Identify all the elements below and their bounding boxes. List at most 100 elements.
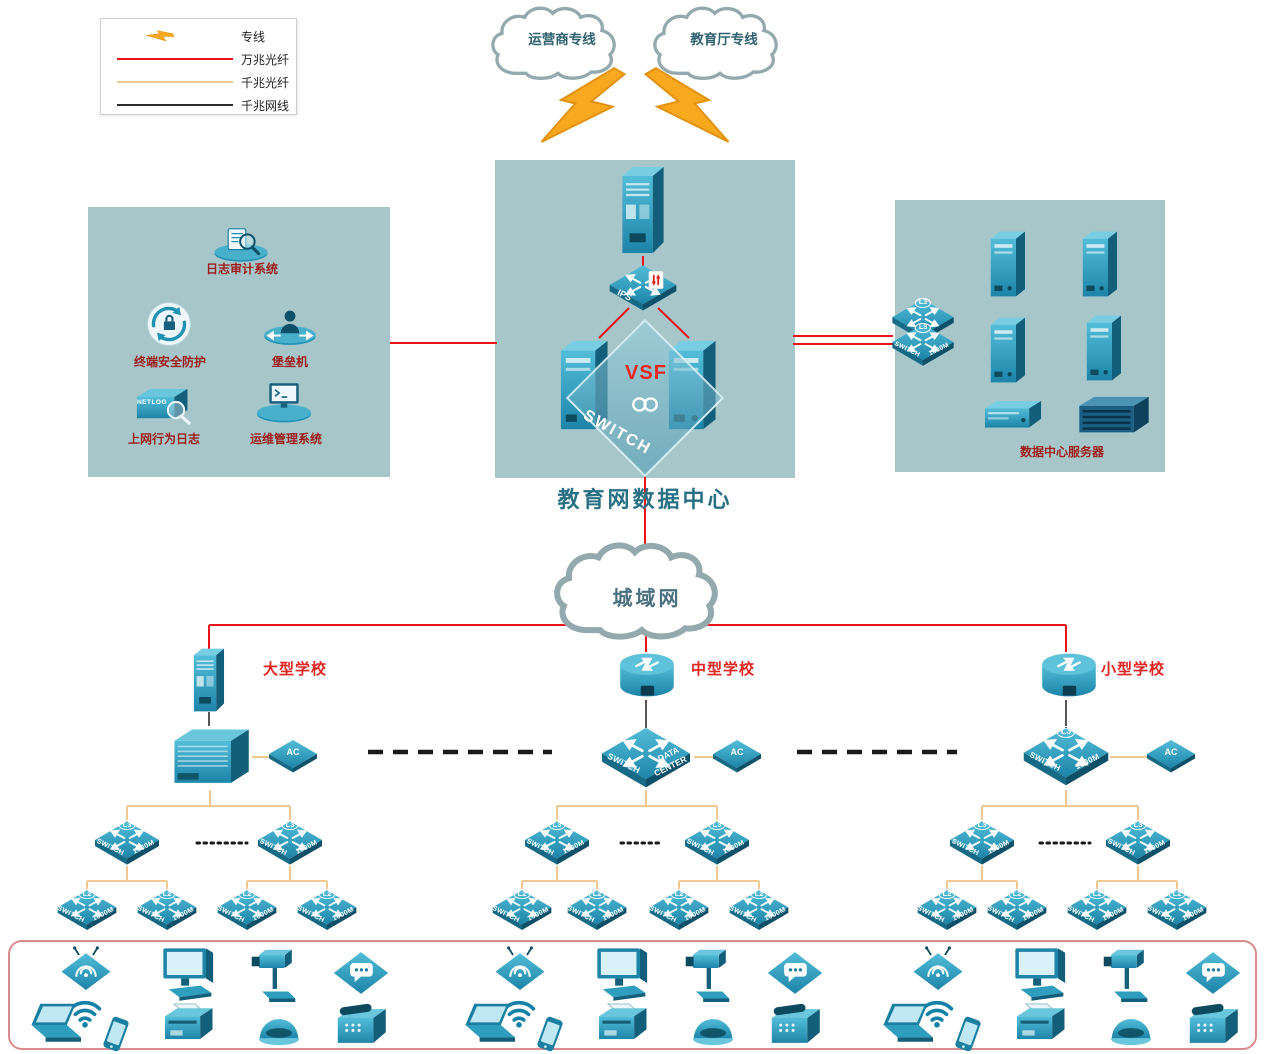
ptz-camera-icon bbox=[1103, 949, 1148, 1002]
dc-switch-stack-top: L3 bbox=[891, 298, 955, 344]
ac-label: AC bbox=[730, 746, 744, 757]
bastion-host-label: 堡垒机 bbox=[271, 355, 308, 369]
server-tower-icon bbox=[1086, 315, 1121, 381]
large-school-ac-controller: AC bbox=[268, 737, 318, 777]
blade-rack-icon bbox=[1079, 396, 1149, 433]
chat-terminal-icon bbox=[1185, 952, 1241, 994]
small-school-router-icon bbox=[1041, 652, 1097, 698]
telephone-icon bbox=[1189, 1003, 1238, 1043]
ips-updown-icon bbox=[648, 270, 664, 290]
legend-label-1g-copper: 千兆网线 bbox=[241, 99, 290, 113]
medium-school-router-icon bbox=[619, 652, 675, 698]
laptop-icon bbox=[465, 1003, 515, 1042]
wireless-ap-icon bbox=[60, 946, 112, 992]
dome-camera-icon bbox=[259, 1019, 299, 1046]
layer-badge: L2 bbox=[588, 889, 606, 900]
legend-line-10g-fiber bbox=[117, 58, 233, 60]
small-school-core-switch: L3 SWITCH 1000M bbox=[1022, 726, 1110, 790]
layer-badge: L2 bbox=[513, 889, 531, 900]
printer-icon bbox=[598, 1003, 647, 1040]
layer-badge: L2 bbox=[1088, 889, 1106, 900]
server-zone-title: 数据中心服务器 bbox=[1019, 445, 1104, 459]
layer-badge: L2 bbox=[750, 889, 768, 900]
telephone-icon bbox=[337, 1003, 386, 1043]
ops-mgmt-icon bbox=[256, 382, 312, 424]
legend-label-10g-fiber: 万兆光纤 bbox=[241, 53, 290, 67]
log-audit-icon bbox=[212, 227, 270, 264]
laptop-icon bbox=[31, 1003, 81, 1042]
ips-device: IPS bbox=[604, 264, 682, 314]
legend: 专线 万兆光纤 千兆光纤 千兆网线 bbox=[100, 18, 297, 115]
layer-badge: L2 bbox=[78, 889, 96, 900]
ac-label: AC bbox=[1164, 746, 1178, 757]
cloud-man-label: 城域网 bbox=[612, 588, 682, 610]
wireless-ap-icon bbox=[912, 946, 964, 992]
layer-badge: L2 bbox=[158, 889, 176, 900]
legend-label-dedicated: 专线 bbox=[241, 30, 266, 44]
cloud-education-label: 教育厅专线 bbox=[690, 32, 758, 47]
medium-school-label: 中型学校 bbox=[690, 661, 755, 678]
printer-icon bbox=[164, 1003, 213, 1040]
server-tower-icon bbox=[1082, 231, 1117, 297]
vsf-label: VSF bbox=[625, 362, 667, 384]
layer-badge: L2 bbox=[670, 889, 688, 900]
layer-badge: L2 bbox=[238, 889, 256, 900]
dc-switch-stack-bottom: L3 SWITCH 1000M bbox=[891, 323, 955, 369]
server-tower-icon bbox=[990, 317, 1025, 383]
telephone-icon bbox=[771, 1003, 820, 1043]
printer-icon bbox=[1016, 1003, 1065, 1040]
desktop-monitor-icon bbox=[1015, 948, 1066, 1001]
medium-school-ac-controller: AC bbox=[712, 737, 762, 777]
layer-badge: L3 bbox=[973, 820, 991, 831]
layer-badge: L3 bbox=[914, 323, 932, 333]
small-school-label: 小型学校 bbox=[1100, 661, 1165, 678]
layer-badge: L3 bbox=[708, 820, 726, 831]
cloud-education: 教育厅专线 bbox=[645, 4, 803, 84]
server-tower-icon bbox=[990, 231, 1025, 297]
ptz-camera-icon bbox=[251, 949, 296, 1002]
vsf-link-icon bbox=[632, 397, 658, 412]
netlog-icon bbox=[135, 387, 191, 425]
chat-terminal-icon bbox=[333, 952, 389, 994]
laptop-icon bbox=[883, 1003, 933, 1042]
bastion-host-icon bbox=[263, 309, 317, 346]
cloud-operator-label: 运营商专线 bbox=[528, 32, 596, 47]
medium-school-core-switch: SWITCH DATA CENTER bbox=[600, 726, 692, 792]
endpoint-protection-icon bbox=[145, 300, 193, 348]
mobile-phone-icon bbox=[102, 1015, 130, 1053]
layer-badge: L2 bbox=[1168, 889, 1186, 900]
layer-badge: L3 bbox=[1129, 820, 1147, 831]
log-audit-label: 日志审计系统 bbox=[205, 262, 278, 276]
layer-badge: L2 bbox=[318, 889, 336, 900]
ptz-camera-icon bbox=[685, 949, 730, 1002]
desktop-monitor-icon bbox=[163, 948, 214, 1001]
netlog-text: NETLOG bbox=[136, 398, 168, 406]
large-school-firewall-icon bbox=[193, 648, 225, 712]
layer-badge: L3 bbox=[548, 820, 566, 831]
mobile-phone-icon bbox=[536, 1015, 564, 1053]
data-center-title: 教育网数据中心 bbox=[557, 487, 733, 512]
layer-badge: L3 bbox=[1056, 726, 1076, 738]
large-school-core-switch-icon bbox=[174, 729, 249, 783]
wireless-ap-icon bbox=[494, 946, 546, 992]
mobile-phone-icon bbox=[954, 1015, 982, 1053]
legend-lightning-icon bbox=[145, 26, 175, 47]
endpoint-protection-label: 终端安全防护 bbox=[133, 355, 206, 369]
ac-diamond-icon bbox=[269, 740, 317, 773]
ops-mgmt-label: 运维管理系统 bbox=[249, 432, 322, 446]
netlog-device: NETLOG bbox=[132, 384, 194, 428]
ac-label: AC bbox=[286, 746, 300, 757]
